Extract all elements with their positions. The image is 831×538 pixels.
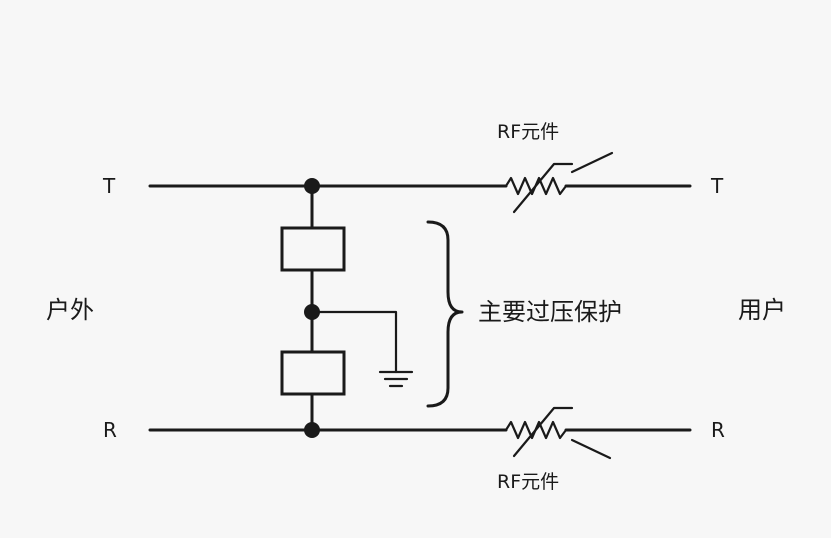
rf-element-top-icon (504, 151, 614, 214)
t-right-label: T (710, 174, 724, 198)
r-left-label: R (103, 418, 117, 442)
lower-protector (280, 350, 346, 396)
r-junction-node (304, 422, 320, 438)
rf-top-label: RF元件 (497, 121, 559, 143)
user-label: 用户 (738, 296, 786, 324)
ground-wire (310, 310, 398, 374)
outdoor-label: 户外 (46, 296, 94, 324)
rf-element-bottom-icon (504, 406, 612, 460)
t-junction-node (304, 178, 320, 194)
ground-icon (378, 370, 414, 388)
primary-protection-label: 主要过压保护 (478, 298, 622, 326)
brace-icon (426, 220, 464, 408)
r-right-label: R (711, 418, 725, 442)
upper-protector (280, 226, 346, 272)
rf-bottom-label: RF元件 (497, 471, 559, 493)
t-left-label: T (102, 174, 116, 198)
